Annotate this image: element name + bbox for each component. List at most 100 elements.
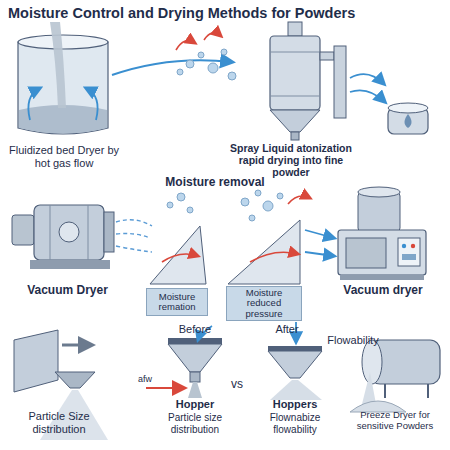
- droplet: [186, 60, 194, 68]
- droplet: [228, 72, 236, 80]
- box-text: Moisture remation: [149, 292, 205, 313]
- vacuum-dryer: [12, 205, 114, 269]
- powder-collector: [388, 103, 428, 134]
- text-box: Moisture reduced pressure: [226, 286, 302, 321]
- droplet: [198, 52, 204, 58]
- flow-label: afw: [138, 374, 168, 384]
- base: [30, 260, 110, 269]
- collector-rim: [388, 103, 428, 113]
- vapor-line: [116, 234, 150, 239]
- heat-arrow: [176, 41, 195, 50]
- droplet: [221, 49, 227, 55]
- base: [340, 275, 424, 280]
- hopper-caption: Particle size distribution: [145, 412, 245, 435]
- hopper-rim: [168, 338, 222, 344]
- rib: [88, 205, 89, 260]
- flow-arrow: [305, 230, 334, 238]
- duct: [320, 52, 334, 60]
- drop-icon: [405, 114, 412, 128]
- flow-arrow: [146, 387, 184, 389]
- chamber-cone: [270, 110, 320, 132]
- droplet: [208, 63, 218, 73]
- heat-arrow: [162, 254, 198, 262]
- chamber-band: [270, 96, 320, 97]
- flow-arrow: [112, 60, 232, 75]
- fluidized-bed-dryer: [18, 22, 108, 134]
- duct: [334, 46, 346, 118]
- gas-flow-arrow: [86, 88, 98, 120]
- freeze-dryer: [350, 340, 440, 412]
- diagram-title: Moisture Control and Drying Methods for …: [8, 5, 355, 21]
- droplet: [277, 193, 283, 199]
- display: [402, 254, 416, 260]
- drum-opening: [362, 340, 382, 384]
- chute-block: [14, 330, 58, 392]
- vapor-line: [116, 220, 152, 226]
- feed-pipe: [288, 22, 302, 36]
- heat-arrow: [250, 252, 298, 262]
- state-label: Before: [170, 323, 220, 336]
- button: [411, 244, 415, 248]
- droplet: [177, 193, 185, 201]
- drying-surface: [150, 226, 206, 284]
- hopper-body: [268, 351, 322, 378]
- equipment-caption: Fluidized bed Dryer by hot gas flow: [8, 144, 120, 169]
- hopper-caption: Flownabize flowability: [250, 412, 340, 435]
- air-flow-arrow: [350, 90, 385, 102]
- equipment-caption: Vacuum dryer: [328, 284, 438, 298]
- feed-arrow: [62, 344, 90, 347]
- door: [346, 238, 386, 268]
- rib: [50, 205, 51, 260]
- powder-stream: [50, 22, 66, 108]
- heat-arrow: [204, 33, 221, 40]
- droplet: [187, 207, 193, 213]
- drying-chamber: [270, 36, 320, 110]
- comparison-label: vs: [222, 378, 252, 392]
- state-label: After: [262, 323, 312, 336]
- hopper-rim: [268, 346, 322, 351]
- box-text: Moisture reduced pressure: [229, 288, 299, 319]
- powder-stream: [362, 372, 376, 404]
- chamber-band: [270, 52, 320, 53]
- powder-stream: [188, 382, 202, 398]
- tank: [358, 192, 400, 232]
- spray-dryer: [270, 22, 346, 140]
- vacuum-dryer: [338, 187, 426, 280]
- gas-flow-arrow: [28, 88, 40, 120]
- flange: [104, 212, 114, 252]
- powder-spray: [270, 380, 322, 400]
- drying-surface: [228, 220, 300, 284]
- property-label: Flowability: [318, 334, 388, 347]
- droplet: [249, 215, 255, 221]
- powder-bed: [19, 105, 107, 134]
- section-heading: Moisture removal: [150, 176, 280, 190]
- dryer-body: [338, 230, 426, 275]
- tank-top: [358, 187, 400, 197]
- hopper-after: [268, 346, 322, 400]
- control-panel: [398, 238, 420, 266]
- equipment-caption: Spray Liquid atonization rapid drying in…: [228, 142, 354, 178]
- hopper-caption: Hopper: [155, 398, 235, 411]
- droplet: [241, 198, 249, 206]
- air-flow-arrow: [350, 74, 384, 84]
- equipment-caption: Vacuum Dryer: [10, 284, 125, 298]
- droplet: [263, 201, 273, 211]
- motor: [12, 215, 34, 245]
- outlet: [291, 132, 299, 140]
- dryer-body: [34, 205, 104, 260]
- flow-arrow: [305, 252, 334, 256]
- hopper-spout: [190, 372, 200, 382]
- equipment-caption: Preeze Dryer for sensitive Powders: [352, 410, 438, 432]
- heat-arrow: [288, 196, 310, 204]
- droplet: [167, 202, 173, 208]
- text-box: Moisture remation: [146, 288, 208, 316]
- droplet: [255, 190, 261, 196]
- sight-glass: [59, 222, 79, 242]
- hopper-body: [168, 344, 222, 372]
- hopper-caption: Hoppers: [255, 398, 335, 411]
- vapor-line: [116, 246, 152, 252]
- funnel: [55, 372, 95, 388]
- button: [402, 244, 406, 248]
